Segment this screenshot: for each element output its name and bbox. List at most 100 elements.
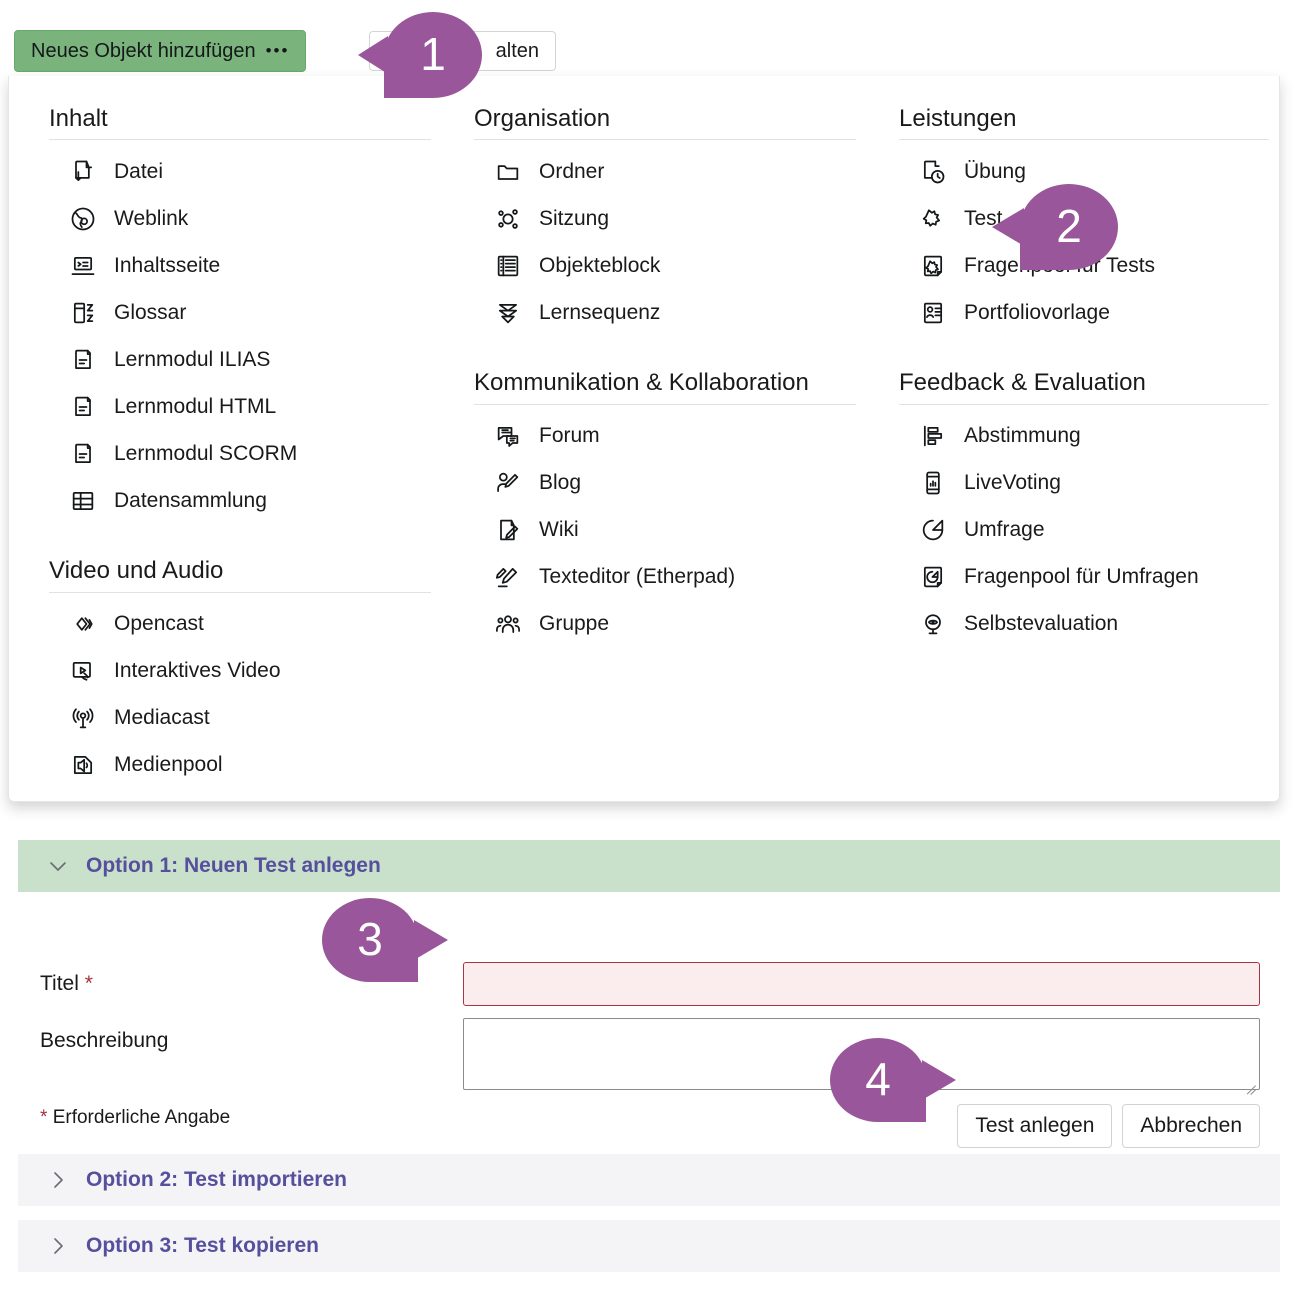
chevron-right-icon [46,1234,72,1258]
menu-item-texteditor-etherpad[interactable]: Texteditor (Etherpad) [474,554,856,601]
accordion-label-option-3: Option 3: Test kopieren [86,1234,319,1257]
interactive-video-icon [68,656,98,686]
menu-item-label: Interaktives Video [114,659,281,683]
menu-item-forum[interactable]: Forum [474,413,856,460]
menu-item-label: Lernmodul HTML [114,394,277,418]
menu-item-fragenpool-f-r-umfragen[interactable]: Fragenpool für Umfragen [899,554,1269,601]
broadcast-icon [68,703,98,733]
menu-item-lernmodul-scorm[interactable]: Lernmodul SCORM [49,430,431,477]
menu-item-gruppe[interactable]: Gruppe [474,601,856,648]
manage-button-label: alten [495,39,539,62]
menu-item-label: LiveVoting [964,471,1061,495]
poll-bars-icon [918,421,948,451]
callout-pointer-3 [414,920,448,960]
title-field-label: Titel * [40,972,93,996]
menu-item-label: Gruppe [539,612,610,636]
menu-item-interaktives-video[interactable]: Interaktives Video [49,648,431,695]
menu-item-label: Wiki [539,518,579,542]
title-label-text: Titel [40,972,79,995]
create-test-form: Option 1: Neuen Test anlegen Titel * Bes… [18,840,1280,1272]
resize-handle-icon[interactable] [1243,1074,1257,1095]
menu-item-label: Datensammlung [114,488,267,512]
forum-chat-icon [493,421,523,451]
add-new-object-button[interactable]: Neues Objekt hinzufügen ••• [14,30,307,72]
section-gap [474,336,856,368]
accordion-header-option-2[interactable]: Option 2: Test importieren [18,1154,1280,1206]
create-test-button[interactable]: Test anlegen [957,1104,1113,1148]
menu-item-wiki[interactable]: Wiki [474,507,856,554]
menu-item-label: Medienpool [114,753,223,777]
test-puzzle-icon [918,204,948,234]
callout-number-3: 3 [357,913,383,965]
content-page-icon [68,251,98,281]
callout-number-4: 4 [865,1053,891,1105]
cancel-button-label: Abbrechen [1140,1114,1242,1137]
menu-item-datensammlung[interactable]: Datensammlung [49,477,431,524]
accordion-header-option-1[interactable]: Option 1: Neuen Test anlegen [18,840,1280,892]
menu-item-label: Datei [114,159,164,183]
menu-item-label: Lernsequenz [539,300,661,324]
menu-item-label: Mediacast [114,706,210,730]
question-pool-icon [918,251,948,281]
menu-item-label: Ordner [539,159,605,183]
section-title: Feedback & Evaluation [899,368,1269,405]
menu-item-livevoting[interactable]: LiveVoting [899,460,1269,507]
cancel-button[interactable]: Abbrechen [1122,1104,1260,1148]
menu-item-sitzung[interactable]: Sitzung [474,195,856,242]
learning-module-icon [68,345,98,375]
accordion-header-option-3[interactable]: Option 3: Test kopieren [18,1220,1280,1272]
section-title: Kommunikation & Kollaboration [474,368,856,405]
form-button-row: Test anlegen Abbrechen [957,1104,1260,1148]
menu-item-weblink[interactable]: Weblink [49,195,431,242]
callout-marker-1: 1 [358,12,482,98]
menu-item-label: Sitzung [539,206,610,230]
menu-item-abstimmung[interactable]: Abstimmung [899,413,1269,460]
object-block-icon [493,251,523,281]
self-evaluation-eye-icon [918,609,948,639]
menu-item-portfoliovorlage[interactable]: Portfoliovorlage [899,289,1269,336]
menu-item-inhaltsseite[interactable]: Inhaltsseite [49,242,431,289]
wiki-page-pen-icon [493,515,523,545]
accordion-spacer-2 [18,1206,1280,1220]
callout-pointer-4 [922,1060,956,1100]
menu-item-objekteblock[interactable]: Objekteblock [474,242,856,289]
section-gap [899,336,1269,368]
learning-module-icon [68,392,98,422]
menu-item-label: Fragenpool für Umfragen [964,565,1199,589]
menu-item-label: Übung [964,159,1026,183]
menu-item-label: Inhaltsseite [114,253,221,277]
top-toolbar: alten Neues Objekt hinzufügen ••• [0,0,1300,80]
menu-item-selbstevaluation[interactable]: Selbstevaluation [899,601,1269,648]
title-input[interactable] [463,962,1260,1006]
menu-item-bung[interactable]: Übung [899,148,1269,195]
menu-item-datei[interactable]: Datei [49,148,431,195]
exercise-clock-icon [918,157,948,187]
accordion-label-option-2: Option 2: Test importieren [86,1168,347,1191]
menu-item-glossar[interactable]: Glossar [49,289,431,336]
callout-pointer-2 [992,208,1024,246]
menu-item-blog[interactable]: Blog [474,460,856,507]
callout-marker-4: 4 [830,1038,956,1122]
create-test-button-label: Test anlegen [975,1114,1095,1137]
add-new-object-label: Neues Objekt hinzufügen [31,39,256,62]
menu-item-label: Objekteblock [539,253,661,277]
callout-pointer-1 [358,36,388,74]
accordion-label-option-1: Option 1: Neuen Test anlegen [86,854,381,877]
menu-item-opencast[interactable]: Opencast [49,601,431,648]
menu-item-label: Glossar [114,300,187,324]
menu-item-ordner[interactable]: Ordner [474,148,856,195]
menu-item-lernsequenz[interactable]: Lernsequenz [474,289,856,336]
blog-person-pen-icon [493,468,523,498]
menu-item-umfrage[interactable]: Umfrage [899,507,1269,554]
menu-item-label: Opencast [114,612,204,636]
menu-item-mediacast[interactable]: Mediacast [49,695,431,742]
menu-item-label: Umfrage [964,518,1045,542]
section-title: Leistungen [899,104,1269,141]
file-download-icon [68,157,98,187]
section-title: Video und Audio [49,556,431,593]
survey-pool-icon [918,562,948,592]
menu-item-medienpool[interactable]: Medienpool [49,742,431,789]
menu-item-lernmodul-ilias[interactable]: Lernmodul ILIAS [49,336,431,383]
menu-item-lernmodul-html[interactable]: Lernmodul HTML [49,383,431,430]
